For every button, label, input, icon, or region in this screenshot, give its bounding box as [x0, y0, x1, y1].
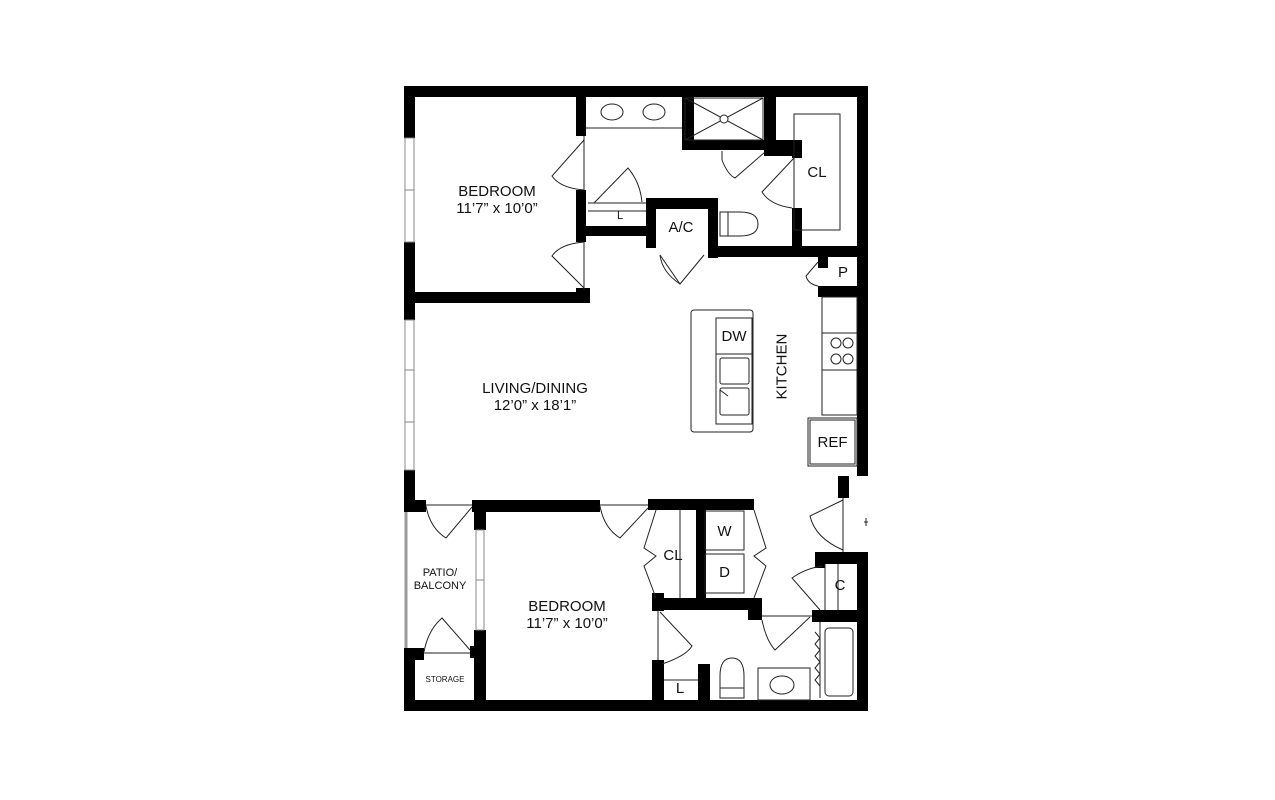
coat-closet-label: C	[834, 577, 846, 594]
bedroom-1-label: BEDROOM 11’7” x 10’0”	[430, 183, 564, 218]
refrigerator-label: REF	[817, 434, 848, 451]
kitchen-label: KITCHEN	[773, 333, 791, 400]
washer-label: W	[717, 523, 732, 540]
patio-line-1: PATIO/	[422, 567, 458, 579]
ac-label: A/C	[668, 219, 694, 236]
dryer-label: D	[719, 564, 730, 581]
bedroom-2-dims: 11’7” x 10’0”	[526, 615, 608, 633]
bedroom-1-dims: 11’7” x 10’0”	[456, 200, 538, 218]
walls	[404, 86, 868, 711]
living-dining-name: LIVING/DINING	[482, 380, 588, 397]
linen-upper-label: L	[616, 210, 624, 222]
dishwasher-label: DW	[721, 328, 747, 345]
storage-label: STORAGE	[425, 675, 465, 684]
door-swings	[423, 136, 844, 665]
living-dining-label: LIVING/DINING 12’0” x 18’1”	[455, 380, 615, 415]
patio-line-2: BALCONY	[413, 579, 467, 592]
bedroom-1-name: BEDROOM	[458, 183, 536, 200]
living-dining-dims: 12’0” x 18’1”	[493, 397, 577, 415]
pantry-label: P	[837, 264, 848, 281]
bedroom-2-label: BEDROOM 11’7” x 10’0”	[500, 598, 634, 633]
fixtures	[586, 97, 868, 701]
windows	[404, 137, 485, 648]
bedroom-2-name: BEDROOM	[528, 598, 606, 615]
patio-balcony-label: PATIO/ BALCONY	[406, 567, 474, 592]
linen-lower-label: L	[675, 680, 685, 697]
closet-bed2-label: CL	[663, 547, 683, 564]
closet-master-label: CL	[807, 164, 827, 181]
